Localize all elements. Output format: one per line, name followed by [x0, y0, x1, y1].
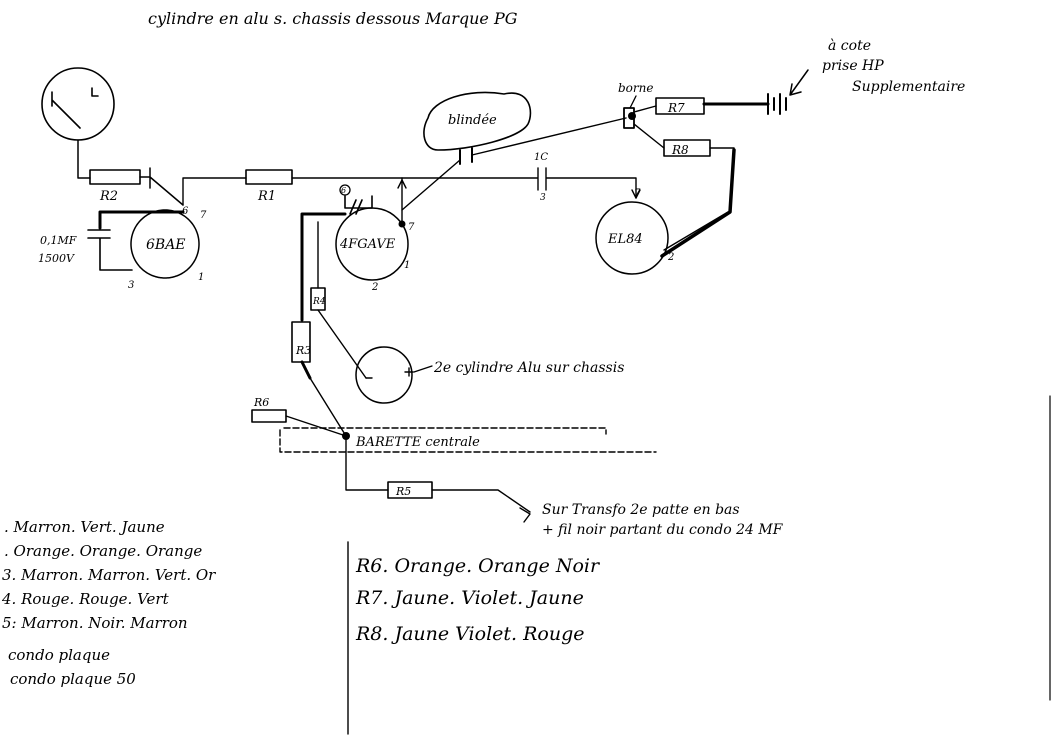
- pin-6bae-3: 3: [128, 280, 134, 291]
- color-code-left-2: . Orange. Orange. Orange: [4, 542, 202, 560]
- label-blindee: blindée: [448, 113, 497, 128]
- blindee-cloud: [423, 91, 532, 151]
- pin-6bae-6: 6: [182, 206, 189, 217]
- blindee-shield-mark: [459, 147, 473, 165]
- color-code-left-3: 3. Marron. Marron. Vert. Or: [2, 566, 216, 584]
- label-borne: borne: [618, 81, 653, 95]
- sheet-title: cylindre en alu s. chassis dessous Marqu…: [148, 9, 518, 28]
- color-code-left-7: condo plaque 50: [10, 670, 136, 688]
- color-code-r8: R8. Jaune Violet. Rouge: [355, 623, 585, 645]
- pin-4fgave-7: 7: [408, 222, 415, 233]
- label-cap-1c-sub: 3: [540, 193, 546, 203]
- pin-6bae-1: 1: [198, 272, 204, 283]
- color-code-left-1: . Marron. Vert. Jaune: [4, 518, 165, 536]
- wire-r4-cylinder: [317, 309, 367, 379]
- wire-borne-r7: [633, 105, 657, 113]
- wire-el84-r8: [660, 148, 736, 258]
- junction-barrette: [342, 432, 350, 440]
- potentiometer-contacts: [51, 87, 99, 129]
- cap-value-1: 0,1MF: [40, 234, 77, 247]
- note-supplementaire: Supplementaire: [852, 79, 965, 95]
- 4fgave-grid-wires: [344, 195, 373, 215]
- resistor-r7: [655, 97, 705, 115]
- wire-r8-el84: [709, 147, 735, 161]
- label-el84: EL84: [607, 232, 643, 247]
- wire-borne-r8: [633, 123, 665, 149]
- wire-barrette-r5: [345, 439, 389, 491]
- wire-pot-r2: [77, 139, 91, 179]
- resistor-r1: [245, 169, 293, 185]
- barrette-strip: [279, 427, 657, 453]
- tube-el84: [595, 201, 669, 275]
- arrow-el84-grid: [631, 189, 641, 199]
- wire-r5-transfo: [431, 489, 531, 513]
- resistor-r6: [251, 409, 287, 423]
- pin-4fgave-1: 1: [404, 260, 410, 271]
- pin-4fgave-2: 2: [371, 282, 378, 293]
- label-r1: R1: [257, 189, 276, 204]
- note-prise-hp: prise HP: [822, 58, 884, 74]
- pin-4fgave-6: 6: [341, 186, 346, 195]
- wire-r2-6bae: [139, 167, 184, 206]
- wire-r3-barrette: [309, 377, 347, 437]
- label-r3: R3: [295, 344, 311, 357]
- color-code-r7: R7. Jaune. Violet. Jaune: [355, 587, 584, 609]
- wire-el84-r8-thin: [663, 211, 729, 251]
- cap-value-2: 1500V: [38, 252, 75, 265]
- pin-6bae-7: 7: [200, 210, 207, 221]
- label-r5: R5: [395, 485, 411, 498]
- label-r7: R7: [667, 101, 685, 115]
- resistor-r2: [89, 169, 141, 185]
- label-r8: R8: [671, 143, 689, 157]
- borne-leader: [629, 95, 637, 109]
- hp-jack-symbol: [767, 93, 787, 115]
- label-second-cylinder: 2e cylindre Alu sur chassis: [433, 360, 624, 376]
- label-4fgave: 4FGAVE: [339, 237, 396, 252]
- junction-4fgave-plate: [398, 220, 406, 228]
- arrow-4fgave-plate: [397, 179, 407, 189]
- pin-el84-2: 2: [667, 252, 674, 263]
- color-code-left-4: 4. Rouge. Rouge. Vert: [1, 590, 170, 608]
- tube-6bae: [130, 209, 200, 279]
- label-r2: R2: [99, 189, 118, 204]
- capacitor-01mf: [87, 229, 133, 271]
- junction-borne: [628, 112, 636, 120]
- wire-6bae-r1: [182, 177, 247, 206]
- pin-el84-7: 7: [634, 188, 641, 199]
- label-r4: R4: [312, 297, 326, 307]
- wire-r3-thick: [300, 360, 312, 380]
- pin-4fgave-6-marker: [339, 184, 351, 196]
- wire-blindee-borne: [471, 117, 627, 156]
- arrow-r5-transfo: [519, 507, 531, 523]
- wire-r6-barrette: [285, 415, 347, 437]
- second-cylinder-terminals: [365, 367, 414, 379]
- coupling-capacitor-1c: [401, 167, 637, 199]
- label-cap-1c: 1C: [534, 152, 548, 163]
- label-barrette: BARETTE centrale: [355, 435, 480, 450]
- wire-4fgave-blindee: [401, 159, 461, 211]
- note-a-cote: à cote: [828, 38, 871, 54]
- wire-6bae-cap: [98, 210, 185, 230]
- wire-4fgave-r3: [300, 212, 347, 322]
- label-6bae: 6BAE: [146, 237, 186, 253]
- second-cylinder: [355, 346, 413, 404]
- label-r6: R6: [253, 396, 269, 409]
- color-code-left-6: condo plaque: [8, 646, 110, 664]
- color-code-r6: R6. Orange. Orange Noir: [355, 555, 601, 577]
- color-code-left-5: 5: Marron. Noir. Marron: [2, 614, 188, 632]
- second-cylinder-leader: [413, 365, 433, 373]
- r5-note-1: Sur Transfo 2e patte en bas: [542, 502, 740, 518]
- r5-note-2: + fil noir partant du condo 24 MF: [542, 522, 784, 538]
- note-arrow: [789, 69, 809, 96]
